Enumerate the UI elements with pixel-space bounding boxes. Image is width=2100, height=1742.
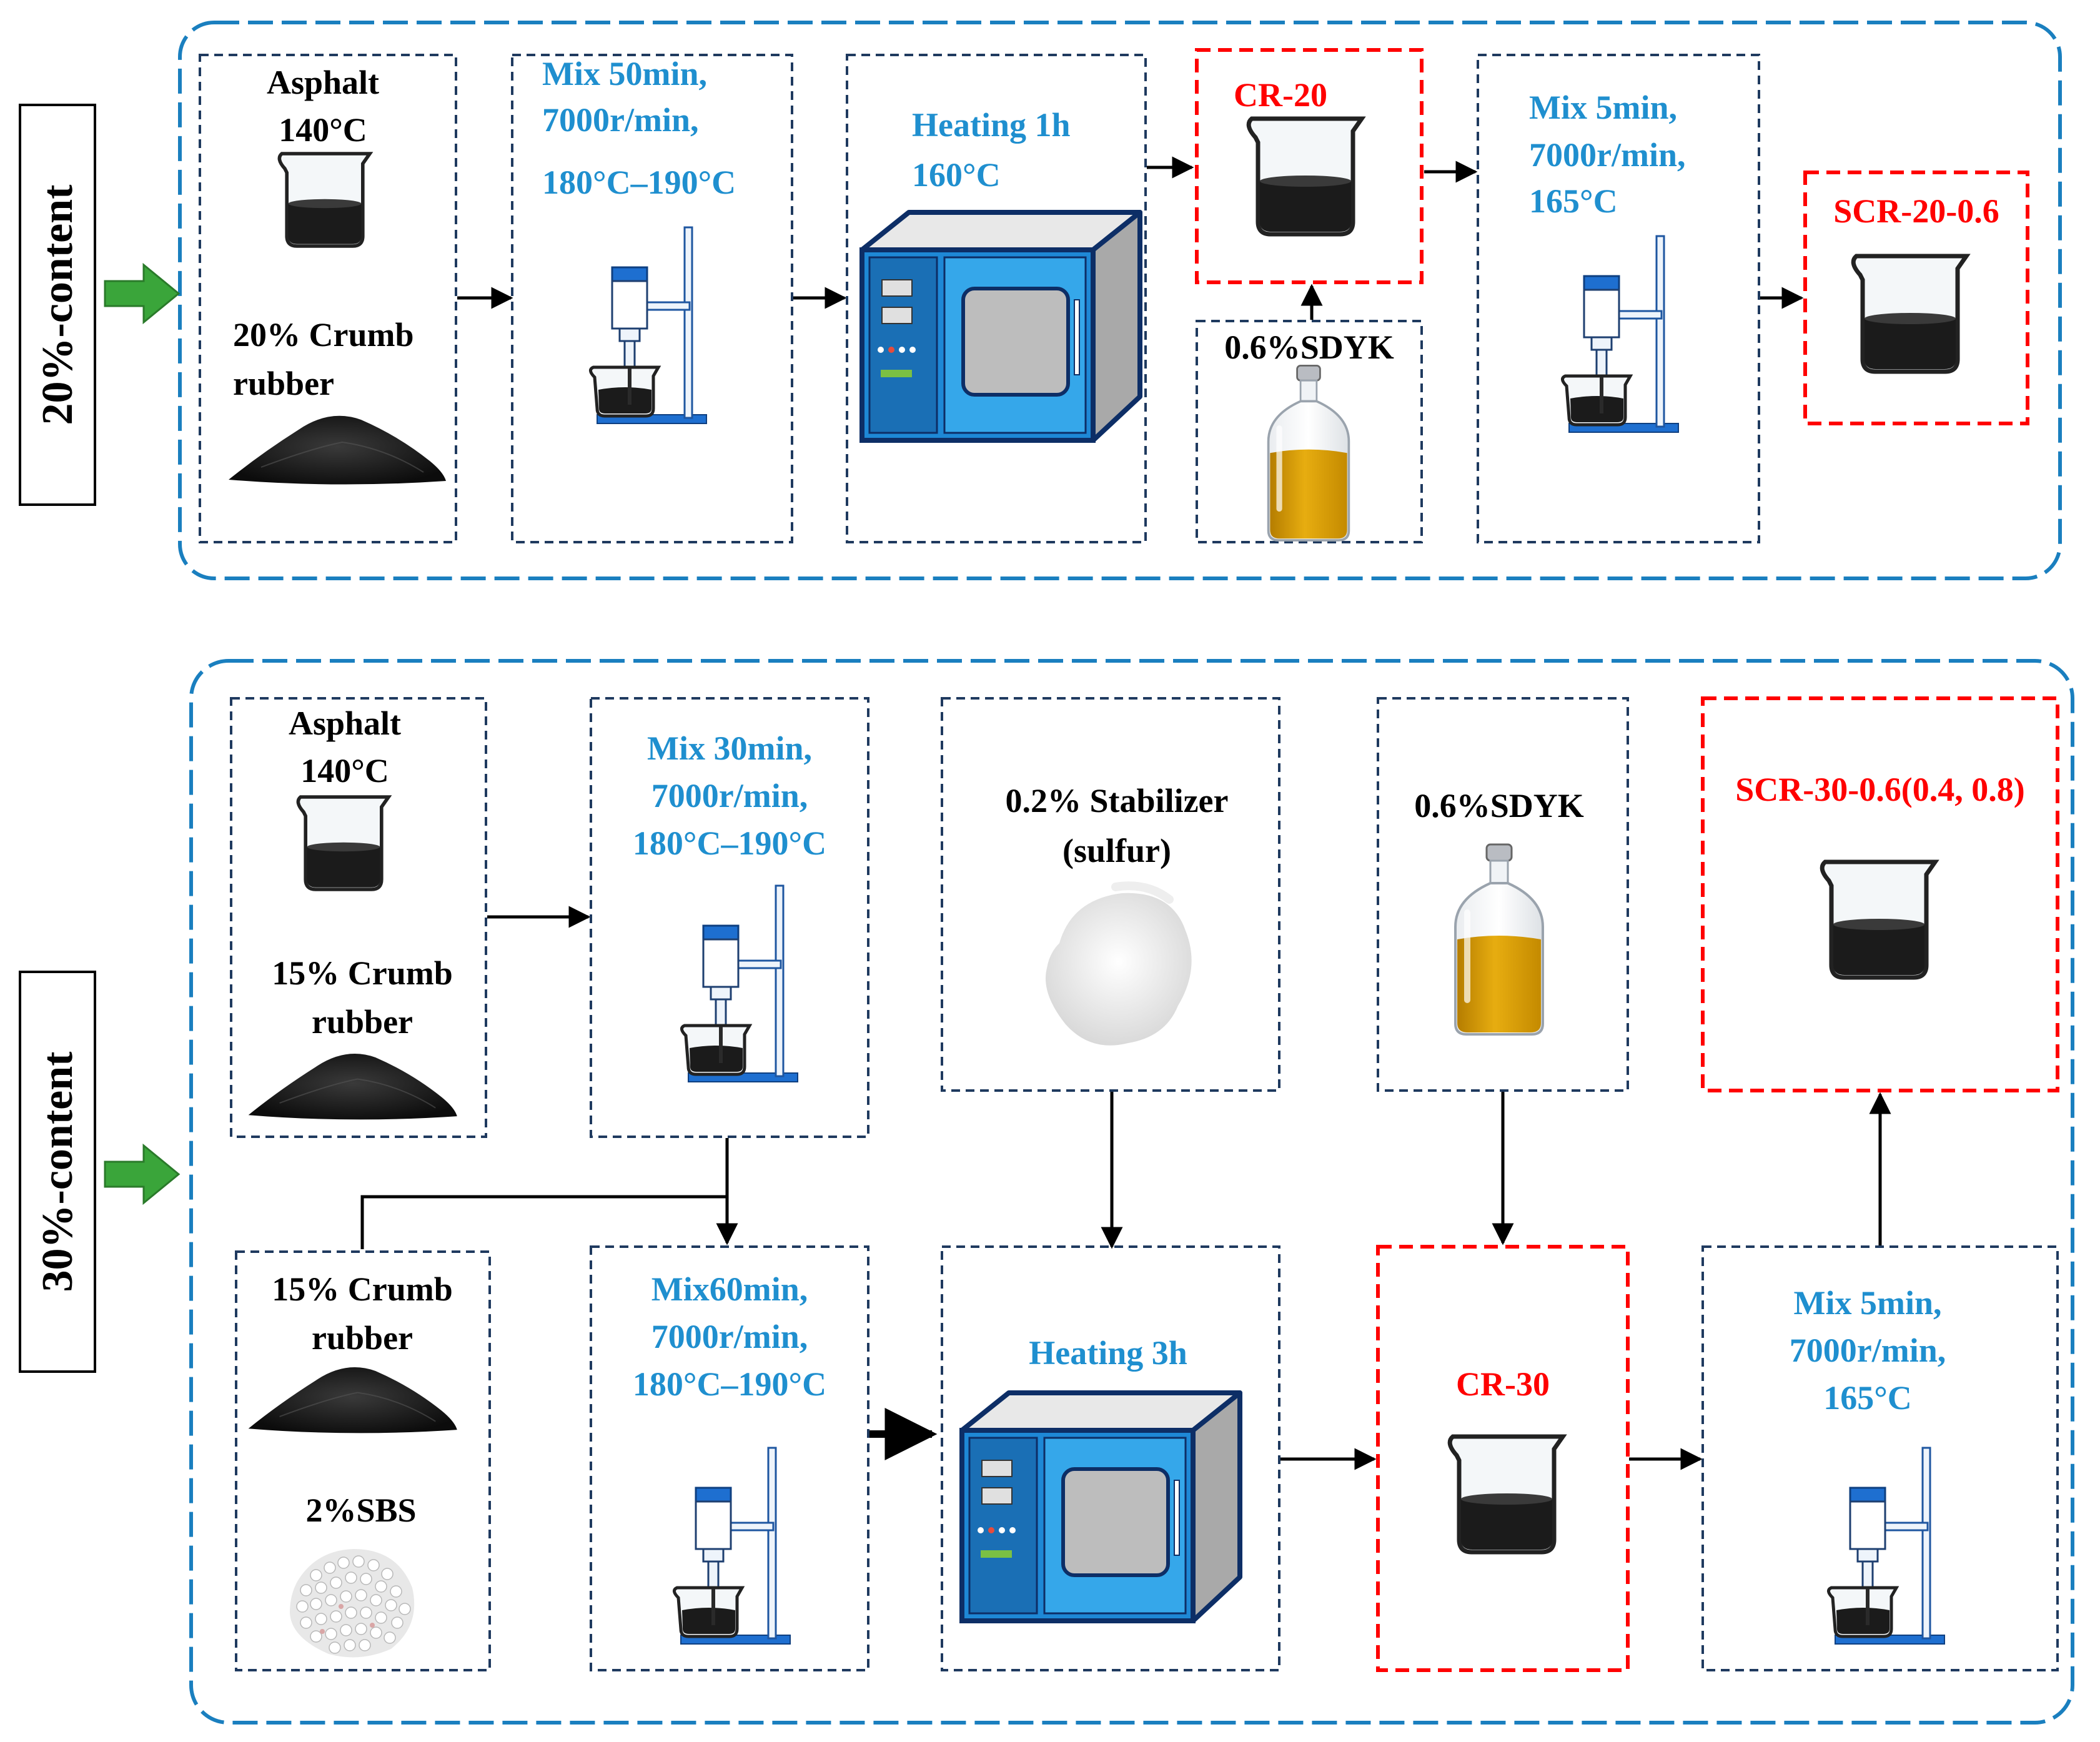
mixer-icon — [681, 886, 798, 1082]
step-box-stabilizer — [941, 697, 1280, 1092]
mix1-line3: 180°C–190°C — [633, 824, 826, 862]
mix3-line2: 7000r/min, — [1790, 1332, 1946, 1369]
beaker-icon — [298, 797, 389, 889]
side-label-20: 20%-content — [34, 185, 82, 425]
oven-icon — [862, 212, 1140, 440]
sbs-granules-icon — [289, 1548, 415, 1658]
step-box-sdyk-20 — [1196, 320, 1423, 543]
green-arrow-icon — [104, 1144, 180, 1204]
mix3-line3: 165°C — [1823, 1379, 1912, 1417]
mix1-line2: 7000r/min, — [542, 101, 699, 139]
beaker-icon — [279, 154, 370, 246]
step-box-mix1-30 — [590, 697, 869, 1138]
branch-connector — [360, 1195, 727, 1249]
mix1-line1: Mix 50min, — [542, 55, 707, 92]
section-20-frame — [178, 21, 2062, 580]
product-cr20: CR-20 — [1234, 76, 1327, 114]
step-box-sdyk-30 — [1377, 697, 1629, 1092]
mix1-line1: Mix 30min, — [647, 730, 812, 767]
product-box-cr20 — [1195, 48, 1424, 284]
additive-sdyk: 0.6%SDYK — [1224, 329, 1394, 366]
rubber-label-line1: 20% Crumb — [233, 316, 414, 354]
oven-icon — [962, 1393, 1240, 1621]
product-scr30: SCR-30-0.6(0.4, 0.8) — [1735, 771, 2024, 808]
mix2-line1: Mix60min, — [651, 1270, 808, 1308]
mix2-line3: 180°C–190°C — [633, 1365, 826, 1403]
beaker-icon — [1450, 1437, 1563, 1552]
mix2-line2: 7000r/min, — [651, 1318, 808, 1355]
product-box-scr20 — [1803, 171, 2029, 425]
rubber1-line2: rubber — [312, 1003, 413, 1041]
rubber2-line2: rubber — [312, 1319, 413, 1357]
step-box-asphalt-rubber-30 — [230, 697, 487, 1138]
rubber2-line1: 15% Crumb — [272, 1270, 453, 1308]
crumb-rubber-icon — [228, 415, 447, 485]
stabilizer-line2: (sulfur) — [1062, 832, 1171, 869]
side-label-box-30 — [19, 971, 96, 1373]
step-box-mix1-20 — [511, 54, 793, 543]
product-box-scr30 — [1701, 696, 2059, 1092]
mix2-line1: Mix 5min, — [1529, 89, 1677, 126]
mix1-line3: 180°C–190°C — [542, 164, 736, 201]
step-box-rubber2-sbs — [235, 1250, 491, 1671]
mixer-icon — [674, 1448, 790, 1644]
step-box-heating-30 — [941, 1245, 1280, 1671]
sulfur-powder-icon — [1046, 886, 1192, 1046]
beaker-icon — [1249, 119, 1362, 234]
product-scr20: SCR-20-0.6 — [1833, 192, 1999, 230]
heating-line1: Heating 1h — [912, 106, 1071, 144]
mix3-line1: Mix 5min, — [1794, 1284, 1942, 1322]
section-30-frame — [189, 659, 2074, 1725]
bottle-icon — [1267, 364, 1350, 542]
heating-30: Heating 3h — [1029, 1334, 1187, 1372]
mix2-line2: 7000r/min, — [1529, 136, 1686, 174]
rubber-label-line2: rubber — [233, 365, 334, 402]
step-box-mix2-20 — [1477, 54, 1760, 543]
product-cr30: CR-30 — [1456, 1365, 1550, 1403]
crumb-rubber-icon — [247, 1367, 458, 1434]
mixer-icon — [1562, 236, 1678, 432]
rubber1-line1: 15% Crumb — [272, 954, 453, 992]
heating-line2: 160°C — [912, 156, 1001, 194]
section-20-content: 20%-content Asphalt 140°C 20% Crumb rubb… — [19, 21, 2062, 580]
asphalt-temp: 140°C — [300, 752, 389, 789]
mix2-line3: 165°C — [1529, 182, 1618, 220]
product-box-cr30 — [1376, 1245, 1630, 1672]
sbs-label: 2%SBS — [305, 1492, 416, 1529]
mix1-line2: 7000r/min, — [651, 777, 808, 814]
asphalt-temp: 140°C — [279, 111, 367, 149]
asphalt-label: Asphalt — [289, 705, 401, 742]
step-box-asphalt-rubber-20 — [199, 54, 457, 543]
beaker-icon — [1822, 862, 1935, 977]
stabilizer-line1: 0.2% Stabilizer — [1006, 782, 1229, 819]
asphalt-label: Asphalt — [267, 64, 379, 101]
step-box-mix2-30 — [590, 1245, 869, 1671]
green-arrow-icon — [104, 264, 180, 324]
additive-sdyk: 0.6%SDYK — [1414, 787, 1584, 824]
section-30-content: 30%-content Asphalt 140°C 15% Crumb rubb… — [19, 659, 2074, 1725]
bottle-icon — [1454, 843, 1544, 1036]
crumb-rubber-icon — [247, 1053, 458, 1121]
step-box-heating-20 — [846, 54, 1147, 543]
beaker-icon — [1853, 256, 1966, 372]
side-label-box-20 — [19, 104, 96, 506]
mixer-icon — [590, 227, 706, 423]
side-label-30: 30%-content — [34, 1052, 82, 1292]
step-box-mix3-30 — [1701, 1245, 2059, 1671]
mixer-icon — [1828, 1448, 1944, 1644]
